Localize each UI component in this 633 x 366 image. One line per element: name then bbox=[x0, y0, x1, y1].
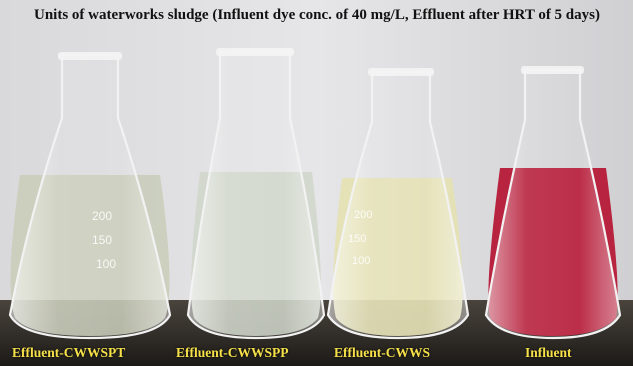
flask-2 bbox=[186, 48, 326, 340]
flask-2-glass bbox=[186, 50, 326, 340]
flask-3-label: Effluent-CWWS bbox=[334, 345, 431, 360]
flask-1-mark-3: 100 bbox=[96, 257, 116, 271]
flask-1-glass bbox=[8, 53, 172, 340]
flask-4-label: Influent bbox=[525, 345, 572, 360]
flask-3: 200 150 100 bbox=[326, 68, 470, 340]
flask-2-label: Effluent-CWWSPP bbox=[176, 345, 289, 360]
flask-3-mark-3: 100 bbox=[352, 255, 370, 267]
flask-1-mark-2: 150 bbox=[92, 233, 112, 247]
flask-1-label: Effluent-CWWSPT bbox=[12, 345, 126, 360]
flask-4-rim bbox=[521, 66, 584, 74]
flask-1-mark-1: 200 bbox=[92, 209, 112, 223]
flask-1: 200 150 100 bbox=[8, 52, 172, 340]
flask-3-mark-1: 200 bbox=[354, 209, 372, 221]
flask-3-rim bbox=[368, 68, 434, 76]
flask-3-mark-2: 150 bbox=[348, 233, 366, 245]
figure-title: Units of waterworks sludge (Influent dye… bbox=[34, 7, 600, 23]
flask-3-glass bbox=[326, 70, 470, 340]
flask-4-glass bbox=[484, 68, 622, 340]
flask-2-rim bbox=[216, 48, 294, 56]
flask-1-rim bbox=[58, 52, 122, 60]
flask-4 bbox=[484, 66, 622, 340]
